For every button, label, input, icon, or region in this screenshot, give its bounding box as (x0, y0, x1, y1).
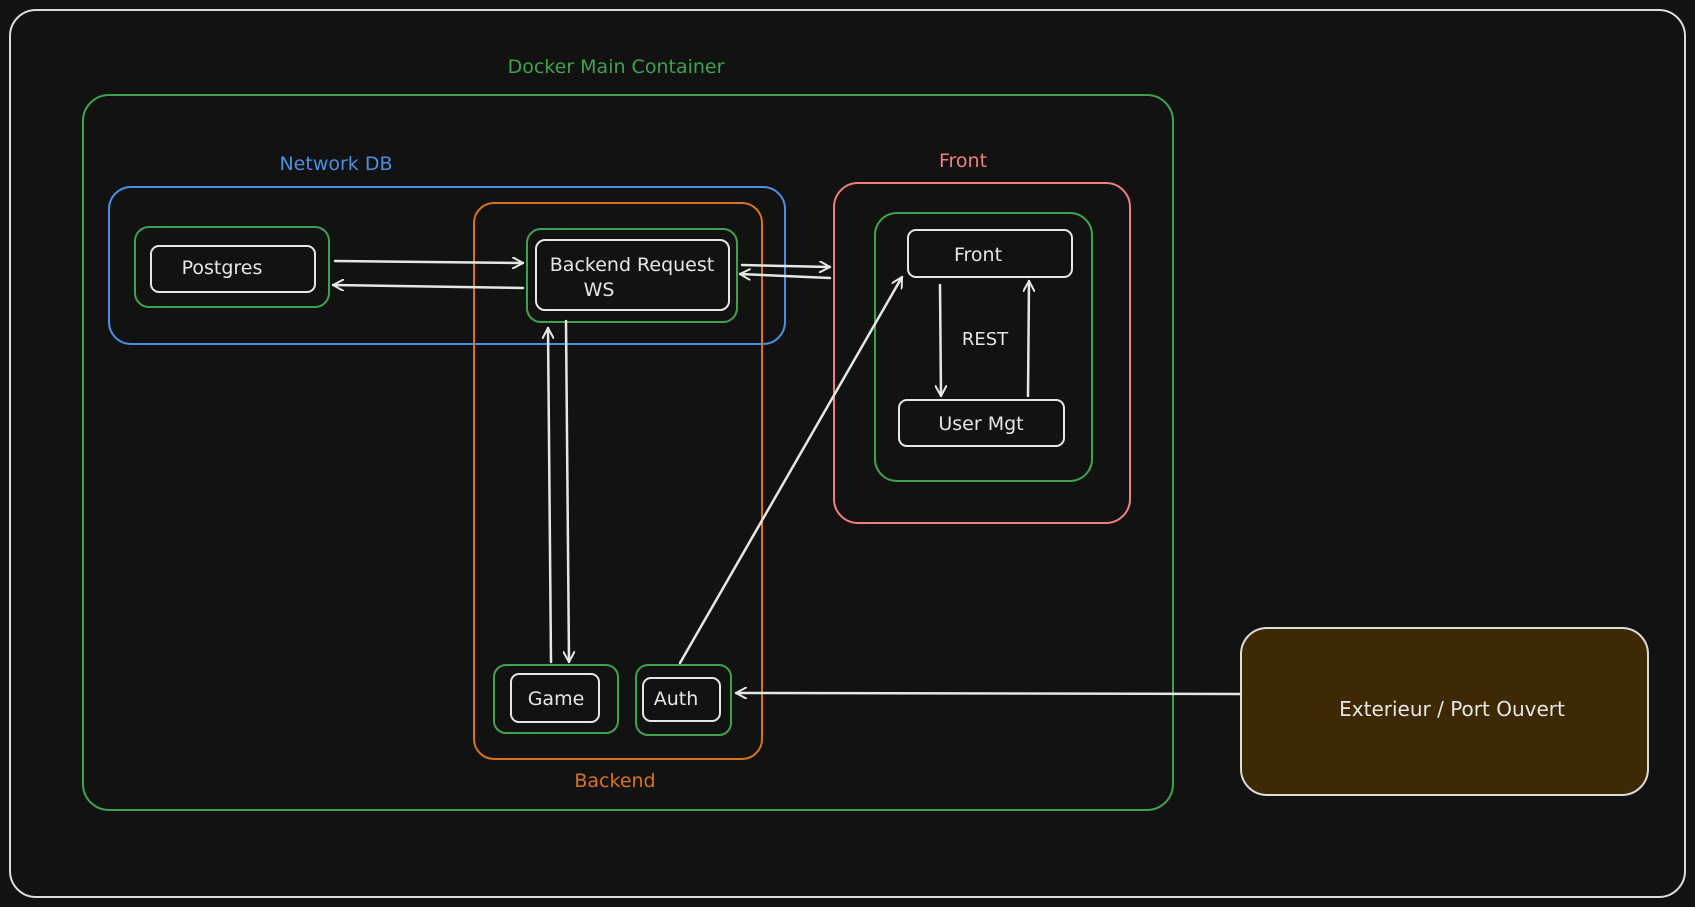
arrow-front-to-backend (738, 274, 832, 278)
arrow-game-to-backend (548, 326, 551, 664)
game-node[interactable] (510, 673, 600, 723)
docker-main-label: Docker Main Container (508, 56, 725, 78)
user-mgt-label: User Mgt (938, 413, 1023, 435)
arrow-backend-to-postgres (331, 285, 525, 288)
postgres-container (134, 226, 330, 308)
arrow-user-mgt-to-front (1028, 279, 1029, 398)
arrow-front-to-user-mgt (940, 283, 941, 398)
exterior-node[interactable] (1240, 627, 1649, 796)
docker-main-container (82, 94, 1174, 811)
arrow-postgres-to-backend (333, 261, 525, 263)
backend-request-label-line2: WS (584, 279, 615, 301)
backend-request-label-line1: Backend Request (550, 254, 714, 276)
arrow-exterior-to-auth (734, 693, 1242, 694)
front-node[interactable] (907, 229, 1073, 278)
exterior-label: Exterieur / Port Ouvert (1339, 697, 1565, 721)
user-mgt-node[interactable] (898, 399, 1065, 447)
network-db-label: Network DB (279, 153, 392, 175)
front-group (833, 182, 1131, 524)
game-container (493, 664, 619, 734)
backend-group-label: Backend (574, 770, 655, 792)
front-node-label: Front (954, 244, 1002, 266)
arrow-auth-to-front (678, 275, 904, 665)
arrow-backend-to-front (740, 265, 832, 267)
postgres-label: Postgres (182, 257, 263, 279)
game-label: Game (528, 688, 585, 710)
connections (331, 261, 1242, 694)
auth-node[interactable] (642, 677, 721, 722)
front-group-label: Front (939, 150, 987, 172)
backend-request-container (526, 228, 738, 323)
backend-request-node[interactable] (535, 239, 730, 311)
auth-container (635, 664, 732, 736)
arrow-backend-to-game (566, 319, 569, 664)
postgres-node[interactable] (150, 245, 316, 293)
auth-label: Auth (654, 688, 699, 710)
rest-label: REST (962, 329, 1009, 350)
front-inner-container (874, 212, 1093, 482)
backend-group (473, 202, 763, 760)
